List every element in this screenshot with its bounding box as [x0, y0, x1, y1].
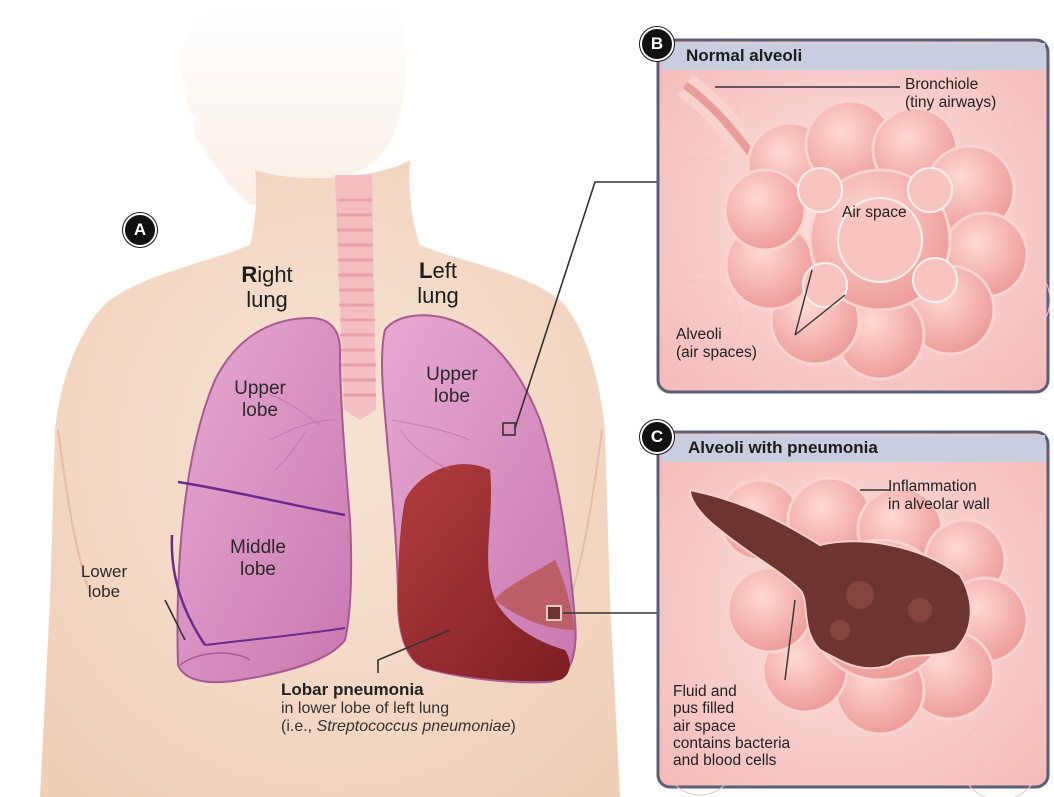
air-space-label: Air space: [842, 204, 907, 222]
alveoli-label: Alveoli(air spaces): [676, 326, 757, 362]
badge-c: C: [640, 420, 674, 454]
left-lung-label: Left lung: [393, 258, 483, 309]
caption-title: Lobar pneumonia: [281, 680, 641, 700]
lobar-pneumonia-caption: Lobar pneumonia in lower lobe of left lu…: [281, 680, 641, 736]
caption-line1: in lower lobe of left lung: [281, 700, 641, 718]
badge-b: B: [640, 27, 674, 61]
badge-a: A: [123, 213, 157, 247]
panel-b-title: Normal alveoli: [686, 46, 802, 66]
bronchiole-label: Bronchiole(tiny airways): [905, 76, 996, 112]
right-lung-label: Right lung: [222, 262, 312, 313]
panel-c-title: Alveoli with pneumonia: [688, 438, 878, 458]
caption-line2: (i.e., Streptococcus pneumoniae): [281, 718, 641, 736]
